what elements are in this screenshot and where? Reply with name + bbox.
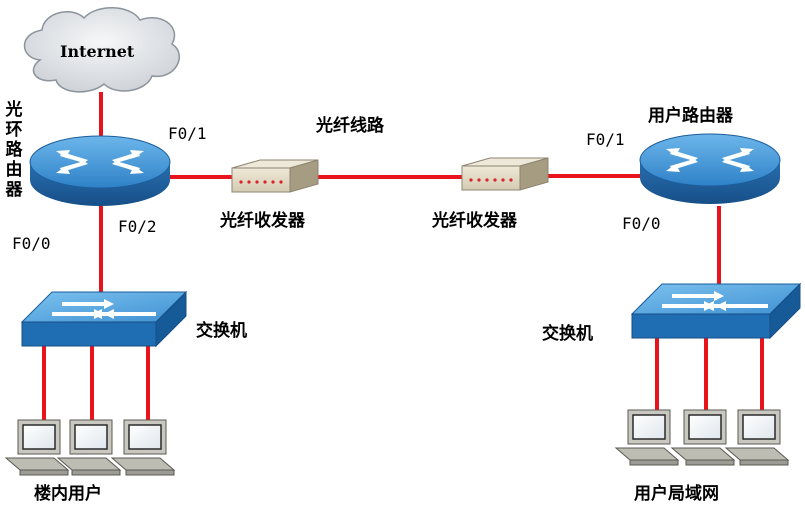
right-router-port-f01: F0/1 xyxy=(586,130,625,149)
left-pc-1-icon xyxy=(4,419,70,476)
right-transceiver-icon xyxy=(461,157,549,191)
right-router-label: 用户路由器 xyxy=(648,106,733,126)
right-pc-2-icon xyxy=(670,409,736,466)
left-router-port-f00: F0/0 xyxy=(12,234,51,253)
left-switch-icon xyxy=(20,290,188,348)
left-switch-label: 交换机 xyxy=(196,321,247,341)
left-router-port-f02: F0/2 xyxy=(118,217,157,236)
left-pc-2-icon xyxy=(56,419,122,476)
left-transceiver-icon xyxy=(231,159,319,193)
right-router-icon xyxy=(639,133,781,204)
internet-cloud-icon xyxy=(23,7,181,93)
right-switch-label: 交换机 xyxy=(542,324,593,344)
left-group-label: 楼内用户 xyxy=(34,484,102,504)
right-pc-3-icon xyxy=(724,409,790,466)
internet-label: Internet xyxy=(60,42,135,61)
links xyxy=(42,92,764,420)
right-group-label: 用户局域网 xyxy=(634,484,719,504)
fiber-line-label: 光纤线路 xyxy=(316,116,384,136)
left-router-port-f01: F0/1 xyxy=(168,124,207,143)
right-transceiver-label: 光纤收发器 xyxy=(432,211,517,231)
right-switch-icon xyxy=(630,282,802,340)
right-pc-1-icon xyxy=(614,409,680,466)
right-router-port-f00: F0/0 xyxy=(622,214,661,233)
left-transceiver-label: 光纤收发器 xyxy=(220,211,305,231)
left-router-icon xyxy=(29,135,171,206)
left-router-label: 光环路由器 xyxy=(5,100,23,200)
left-pc-3-icon xyxy=(110,419,176,476)
